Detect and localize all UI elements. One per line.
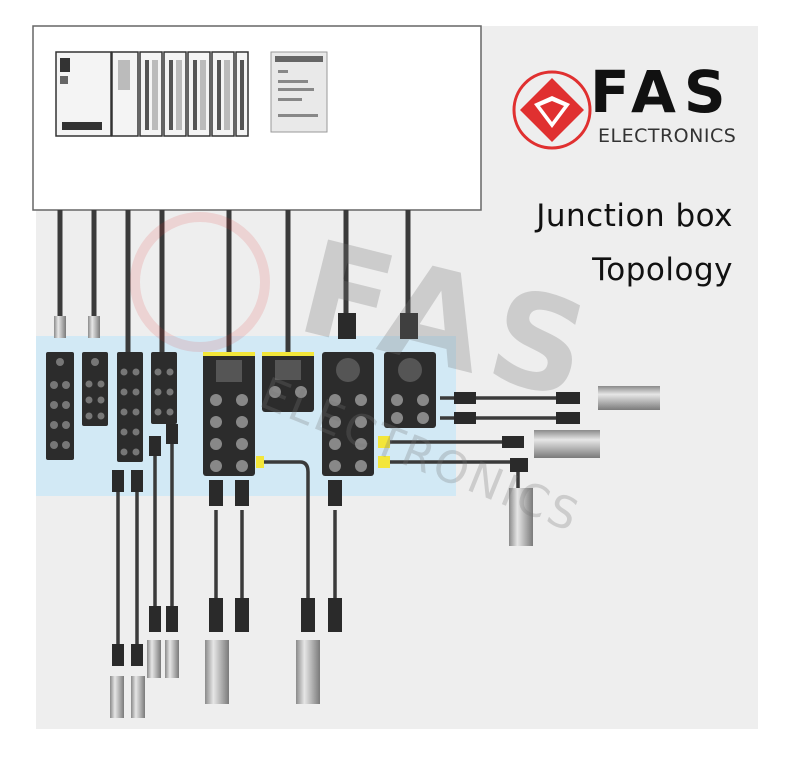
yellow-plug-rings xyxy=(256,436,390,468)
cable-plugs xyxy=(112,392,580,666)
diagram-title-line2: Topology xyxy=(592,252,733,288)
proximity-sensors-right xyxy=(534,386,660,458)
junction-box-m12-c xyxy=(322,352,374,476)
junction-box-4port-a xyxy=(46,352,74,460)
proximity-sensors-bottom xyxy=(110,488,533,718)
junction-box-8port-b xyxy=(151,352,177,424)
watermark-logo-icon xyxy=(130,212,270,352)
junction-box-m12-a xyxy=(203,352,255,476)
drop-cables xyxy=(116,440,337,648)
junction-box-8port-a xyxy=(117,352,143,462)
trunk-cables xyxy=(57,210,411,352)
junction-box-m12-b xyxy=(262,352,314,412)
fas-logo-icon xyxy=(512,70,592,150)
junction-box-m12-d xyxy=(384,352,436,428)
junction-box-4port-b xyxy=(82,352,108,426)
brand-name: FAS xyxy=(590,58,734,126)
diagram-title-line1: Junction box xyxy=(536,198,733,234)
plc-controller xyxy=(32,25,482,211)
brand-subtitle: ELECTRONICS xyxy=(598,125,737,147)
trunk-connectors xyxy=(54,313,418,339)
